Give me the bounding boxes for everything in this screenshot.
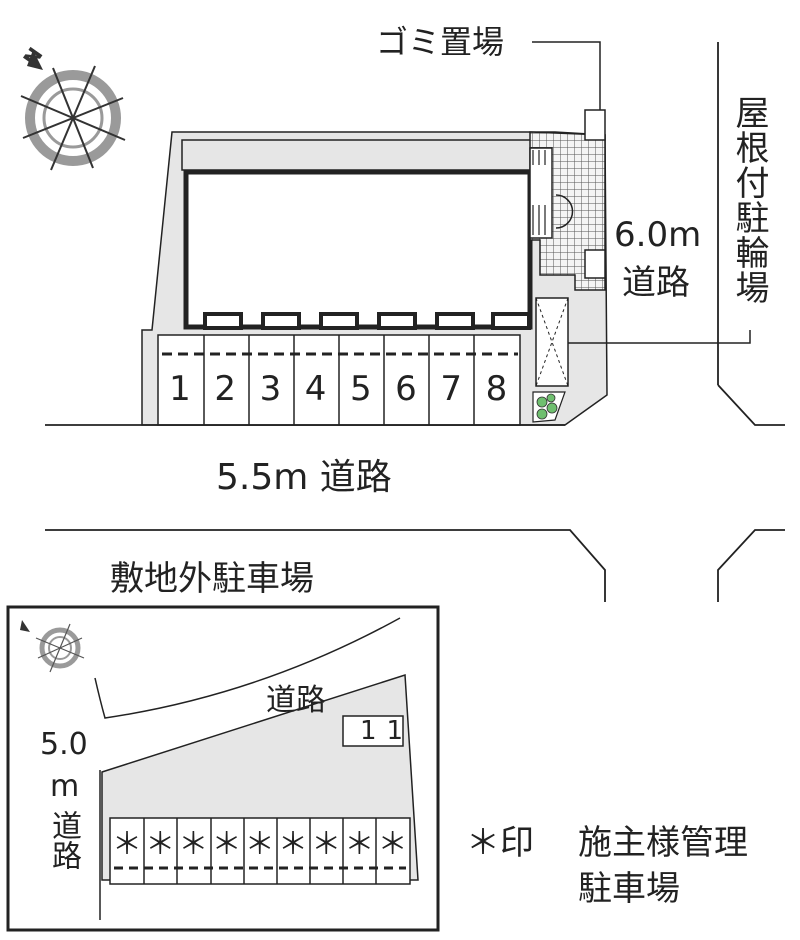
garbage-callout-line [532, 41, 601, 110]
road-edges [45, 42, 785, 602]
balcony-notches [203, 312, 531, 330]
parking-row [157, 334, 521, 426]
inset-road-unit-label: m [50, 769, 80, 804]
inset-slot-mark: ＊ [311, 827, 342, 862]
inset-slot-mark: ＊ [377, 827, 408, 862]
inset-slot-mark: ＊ [178, 827, 209, 862]
inset-slot-mark: ＊ [344, 827, 375, 862]
inset-slot-mark: ＊ [145, 827, 176, 862]
svg-text:N: N [18, 43, 47, 70]
inset-slot-mark: ＊ [211, 827, 242, 862]
apartment-building [183, 169, 533, 330]
legend-text-line2: 駐車場 [578, 869, 680, 909]
inset-map [94, 617, 419, 920]
planting-area [532, 391, 566, 423]
site-lot [141, 109, 608, 426]
bike-callout-line [568, 330, 751, 344]
inset-slot-mark: ＊ [244, 827, 275, 862]
parking-slot-number: 1 [169, 369, 191, 409]
parking-slot-number: 2 [214, 369, 236, 409]
bike-parking-label: 屋根付駐輪場 [729, 95, 769, 305]
compass-icon: N [18, 43, 126, 171]
parking-slot-number: 5 [349, 369, 372, 409]
parking-slot-number: 6 [395, 369, 417, 409]
offsite-parking-label: 敷地外駐車場 [110, 559, 314, 599]
inset-slot-mark: ＊ [278, 827, 308, 862]
east-road-width-label: 6.0m [614, 215, 702, 255]
inset-compass-icon [20, 620, 85, 673]
south-road-label: 5.5m 道路 [216, 457, 392, 498]
inset-road-name-label: 道路 [46, 810, 81, 870]
parking-slot-number: 8 [485, 369, 508, 409]
bike-parking-area [535, 297, 569, 387]
inset-slot-number: 11 [360, 716, 414, 746]
parking-slot-number: 4 [304, 369, 327, 409]
legend-mark: ＊印 [466, 823, 534, 863]
parking-slot-number: 3 [259, 369, 282, 409]
inset-road-label: 道路 [266, 683, 326, 718]
garbage-label: ゴミ置場 [376, 23, 505, 61]
legend-text-line1: 施主様管理 [578, 823, 748, 863]
east-road-label: 道路 [622, 263, 690, 303]
inset-road-width-label: 5.0 [40, 727, 88, 762]
inset-slot-mark: ＊ [112, 827, 142, 862]
parking-slot-number: 7 [440, 369, 462, 409]
